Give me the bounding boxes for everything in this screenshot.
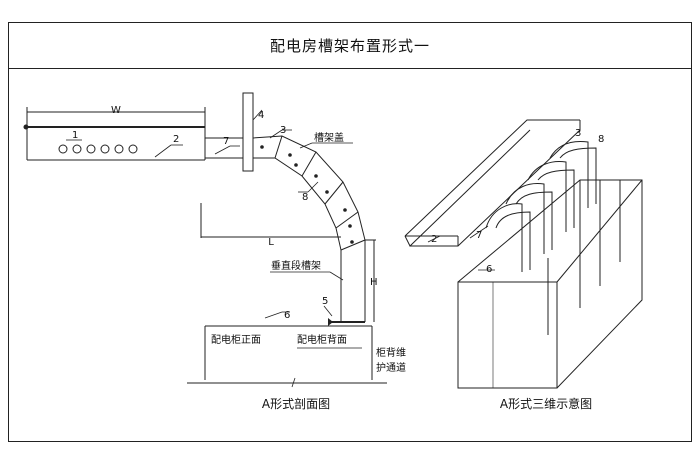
iso-bends: 7 3 8 — [469, 128, 604, 272]
dim-h-label: H — [370, 277, 378, 288]
iso-callout-3: 3 — [575, 128, 581, 139]
label-aisle-line2: 护通道 — [376, 361, 406, 374]
label-tray-cover: 槽架盖 — [314, 131, 344, 144]
callout-5: 5 — [322, 296, 328, 307]
label-vertical-tray: 垂直段槽架 — [271, 259, 321, 272]
section-view: W 1 2 7 — [23, 92, 406, 411]
title-bar: 配电房槽架布置形式一 — [9, 23, 691, 69]
horizontal-tray: 1 2 — [23, 124, 206, 161]
height-dimension: H — [365, 239, 378, 322]
label-aisle-line1: 柜背维 — [376, 346, 406, 359]
drawing-title: 配电房槽架布置形式一 — [269, 37, 430, 55]
width-dimension: W — [26, 105, 206, 128]
iso-caption: A形式三维示意图 — [500, 396, 592, 411]
callout-2: 2 — [173, 134, 179, 145]
cabinet-section: 6 配电柜正面 配电柜背面 柜背维 护通道 — [187, 310, 406, 388]
wall-bracket: 4 — [242, 92, 264, 172]
iso-callout-2: 2 — [431, 234, 437, 245]
callout-4: 4 — [258, 110, 264, 121]
length-dimension: L — [200, 203, 341, 248]
callout-8: 8 — [302, 192, 308, 203]
dim-w-label: W — [111, 105, 121, 116]
transition-piece: 7 — [205, 136, 243, 159]
iso-cabinets: 6 — [457, 179, 643, 389]
callout-6: 6 — [284, 310, 290, 321]
dim-l-label: L — [268, 237, 274, 248]
iso-view: 2 6 7 3 8 — [404, 119, 643, 411]
label-cabinet-front: 配电柜正面 — [211, 333, 261, 346]
iso-horizontal-tray: 2 — [404, 119, 581, 247]
iso-callout-8: 8 — [598, 134, 604, 145]
iso-callout-6: 6 — [486, 264, 492, 275]
section-caption: A形式剖面图 — [262, 397, 330, 411]
label-cabinet-back: 配电柜背面 — [297, 333, 347, 346]
iso-callout-7: 7 — [476, 230, 482, 241]
callout-1: 1 — [72, 130, 78, 141]
callout-3: 3 — [280, 125, 286, 136]
drawing-frame: 配电房槽架布置形式一 — [8, 22, 692, 442]
curved-tray: 3 8 槽架盖 — [252, 125, 366, 322]
callout-7: 7 — [223, 136, 229, 147]
